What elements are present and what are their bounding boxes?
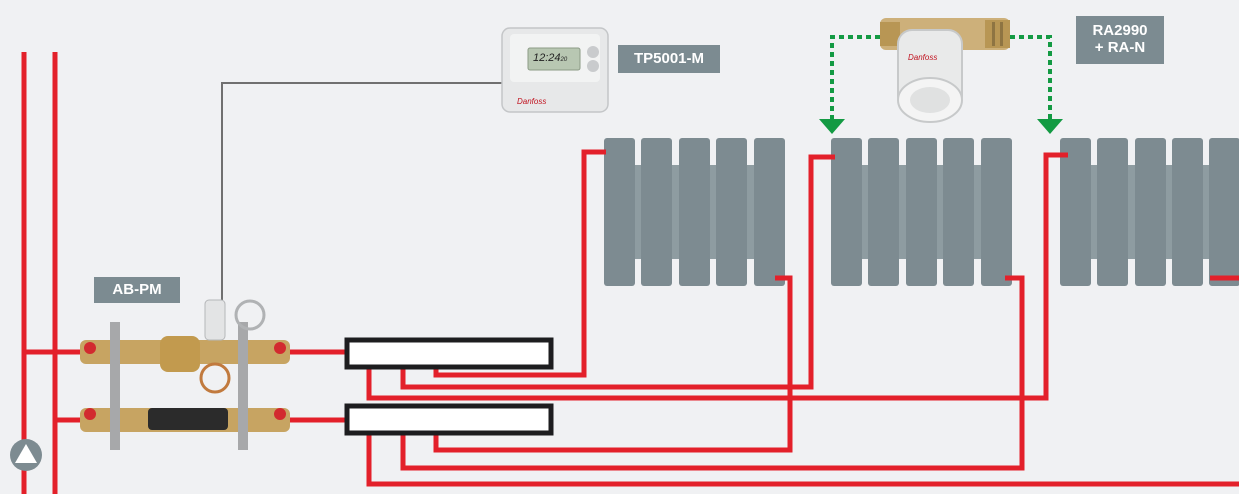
pump-triangle-icon [10,439,42,471]
supply-manifold [344,337,554,370]
thermostat-icon: Danfoss [501,27,609,113]
arrow-head-left [819,119,845,134]
thermostat-time: 12:24 [533,52,561,64]
riser-pipes [21,52,80,494]
mounting-arrows [830,35,1052,120]
svg-text:Danfoss: Danfoss [517,97,546,106]
radiator-pipe-stubs [584,149,1239,281]
manifold-connection-pipes [290,349,348,423]
svg-text:Danfoss: Danfoss [908,53,937,62]
thermostat-suffix: 20 [560,57,568,63]
radiator-2 [831,138,1012,286]
return-manifold [344,403,554,436]
thermostat-display: 12:2420 [533,52,575,66]
control-wire [221,82,502,305]
label-tp5001-m: TP5001-M [618,45,720,73]
label-ra2990-ra-n: RA2990 + RA-N [1076,16,1164,64]
arrow-head-right [1037,119,1063,134]
radiator-1 [604,138,785,286]
label-ab-pm: AB-PM [94,277,180,303]
return-circuit-pipes [366,275,1239,487]
radiator-valve-icon: Danfoss [880,18,1010,123]
radiator-3 [1060,138,1239,286]
ab-pm-valve-assembly [80,299,290,450]
